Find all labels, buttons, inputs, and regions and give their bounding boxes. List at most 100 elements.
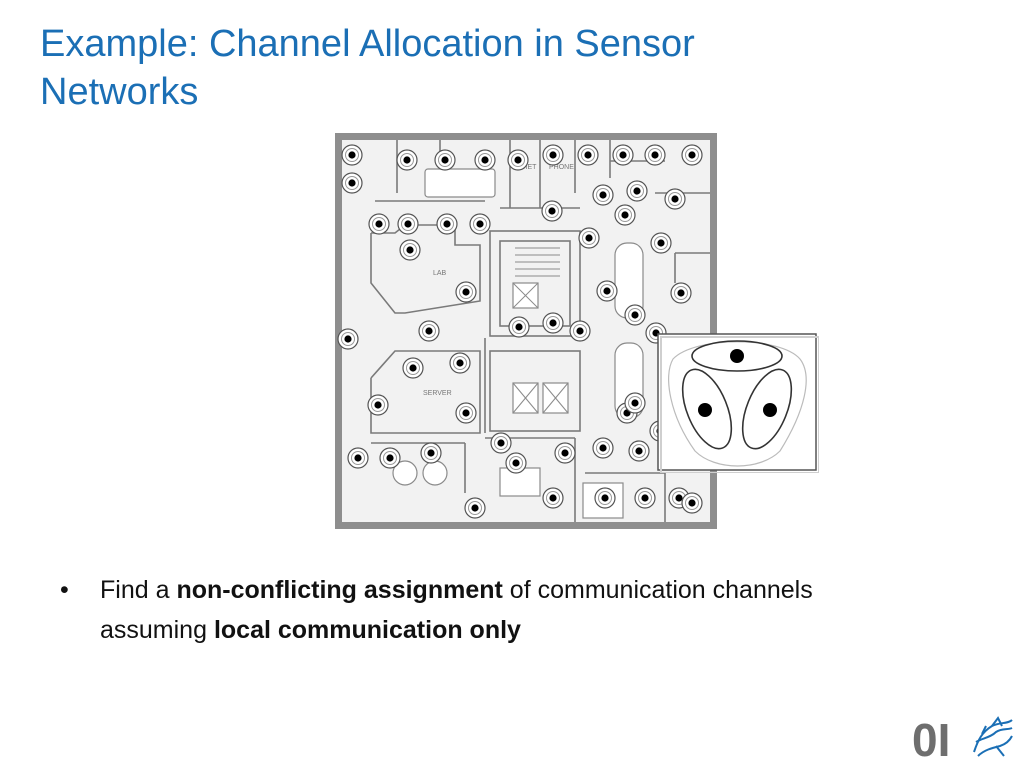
sensor-node-core bbox=[497, 439, 505, 447]
sensor-node-core bbox=[549, 319, 557, 327]
sensor-node-ring bbox=[424, 446, 438, 460]
sensor-node-ring bbox=[345, 176, 359, 190]
sensor-node-core bbox=[514, 156, 522, 164]
sensor-node-ring bbox=[511, 153, 525, 167]
sensor-node-ring bbox=[628, 308, 642, 322]
sensor-node-core bbox=[584, 151, 592, 159]
channel-diagram-inset bbox=[657, 333, 819, 473]
sensor-node-ring bbox=[649, 326, 663, 340]
sensor-node-core bbox=[456, 359, 464, 367]
sensor-node-ring bbox=[401, 217, 415, 231]
sensor-node-ring bbox=[546, 148, 560, 162]
node-right bbox=[763, 403, 777, 417]
sensor-node-core bbox=[631, 399, 639, 407]
bullet-text-part1: Find a bbox=[100, 576, 177, 604]
sensor-node-core bbox=[633, 187, 641, 195]
sensor-node-core bbox=[427, 449, 435, 457]
sensor-node-ring bbox=[371, 398, 385, 412]
sensor-node-ring bbox=[600, 284, 614, 298]
sensor-node-ring bbox=[383, 451, 397, 465]
room-label-server: SERVER bbox=[423, 390, 452, 397]
sensor-node-ring bbox=[400, 153, 414, 167]
logo-text: 0I bbox=[912, 714, 950, 762]
channel-group-left bbox=[681, 368, 733, 450]
sensor-node-ring bbox=[473, 217, 487, 231]
sensor-node-ring bbox=[558, 446, 572, 460]
floorplan-walls bbox=[370, 140, 710, 522]
sensor-node-core bbox=[354, 454, 362, 462]
sensor-node-ring bbox=[509, 456, 523, 470]
bullet-text-part2: of communication channels assuming bbox=[100, 576, 813, 644]
sensor-node-ring bbox=[546, 491, 560, 505]
sensor-node-core bbox=[344, 335, 352, 343]
sensor-node-core bbox=[462, 288, 470, 296]
bullet-symbol: • bbox=[60, 576, 69, 604]
channel-group-top bbox=[691, 340, 783, 372]
sensor-node-core bbox=[409, 364, 417, 372]
sensor-node-ring bbox=[453, 356, 467, 370]
sensor-node-ring bbox=[638, 491, 652, 505]
sensor-node-ring bbox=[596, 441, 610, 455]
sensor-node-ring bbox=[596, 188, 610, 202]
sensor-node-ring bbox=[478, 153, 492, 167]
sensor-node-ring bbox=[668, 192, 682, 206]
sensor-node-core bbox=[443, 220, 451, 228]
sensor-node-ring bbox=[598, 491, 612, 505]
sensor-node-ring bbox=[685, 148, 699, 162]
sensor-node-ring bbox=[459, 285, 473, 299]
sensor-node-core bbox=[515, 323, 523, 331]
sensor-node-core bbox=[675, 494, 683, 502]
room-label-lab: LAB bbox=[433, 270, 447, 277]
sensor-node-core bbox=[386, 454, 394, 462]
bullet-bold-phrase-2: local communication only bbox=[213, 616, 521, 644]
sensor-node-core bbox=[425, 327, 433, 335]
sensor-node-ring bbox=[618, 208, 632, 222]
sensor-node-core bbox=[548, 207, 556, 215]
sensor-node-ring bbox=[674, 286, 688, 300]
sensor-node-ring bbox=[438, 153, 452, 167]
sensor-node-core bbox=[471, 504, 479, 512]
node-top bbox=[730, 349, 744, 363]
sensor-node-ring bbox=[403, 243, 417, 257]
sensor-node-ring bbox=[573, 324, 587, 338]
sensor-node-core bbox=[576, 327, 584, 335]
sensor-node-core bbox=[512, 459, 520, 467]
sensor-node-core bbox=[599, 444, 607, 452]
room-label-phone: PHONE bbox=[549, 164, 574, 171]
floorplan-figure: LAB SERVER QUIET PHONE bbox=[335, 133, 717, 529]
sensor-node-ring bbox=[581, 148, 595, 162]
sensor-node-core bbox=[641, 494, 649, 502]
sensor-node-core bbox=[621, 211, 629, 219]
sensor-node-core bbox=[599, 191, 607, 199]
sensor-node-ring bbox=[341, 332, 355, 346]
sensor-node-core bbox=[348, 179, 356, 187]
sensor-node-ring bbox=[648, 148, 662, 162]
sensor-node-ring bbox=[616, 148, 630, 162]
sensor-node-ring bbox=[628, 396, 642, 410]
sensor-node-ring bbox=[345, 148, 359, 162]
sensor-node-ring bbox=[351, 451, 365, 465]
floorplan-stairs bbox=[512, 247, 569, 414]
sensor-node-core bbox=[441, 156, 449, 164]
sensor-node-ring bbox=[440, 217, 454, 231]
bullet-text: Find a non-conflicting assignment of com… bbox=[100, 570, 860, 650]
sensor-node-ring bbox=[494, 436, 508, 450]
sensor-node-core bbox=[603, 287, 611, 295]
channel-group-right bbox=[741, 368, 793, 450]
sensor-node-core bbox=[585, 234, 593, 242]
room-label-quiet: QUIET bbox=[515, 164, 537, 171]
node-left bbox=[698, 403, 712, 417]
sensor-node-ring bbox=[512, 320, 526, 334]
sensor-node-core bbox=[677, 289, 685, 297]
sensor-node-core bbox=[688, 499, 696, 507]
sensor-node-ring bbox=[422, 324, 436, 338]
sensor-node-core bbox=[406, 246, 414, 254]
sensor-node-ring bbox=[372, 217, 386, 231]
sensor-node-ring bbox=[459, 406, 473, 420]
sensor-node-core bbox=[549, 494, 557, 502]
sensor-node-ring bbox=[406, 361, 420, 375]
sensor-node-core bbox=[651, 151, 659, 159]
sensor-node-ring bbox=[582, 231, 596, 245]
sensor-node-core bbox=[462, 409, 470, 417]
sensor-node-core bbox=[635, 447, 643, 455]
